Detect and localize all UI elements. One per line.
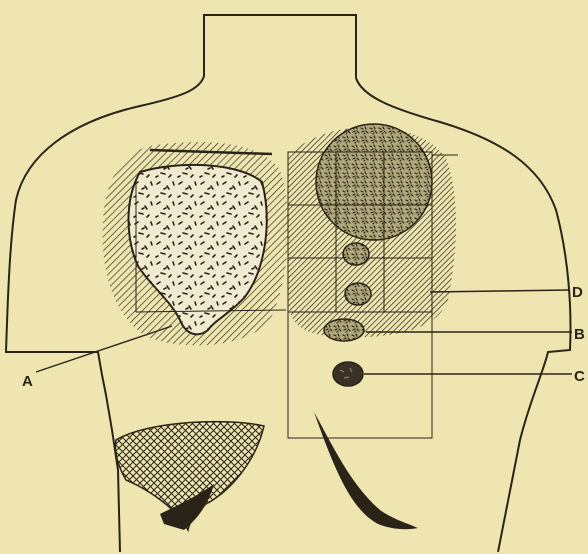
right-lower-curve	[314, 412, 418, 529]
leader-d	[430, 290, 570, 292]
mottled-circle	[316, 124, 432, 240]
label-c: C	[574, 368, 585, 385]
nodule-1	[343, 243, 369, 265]
leader-a	[36, 326, 172, 372]
nodule-c	[333, 362, 363, 386]
label-d: D	[572, 284, 583, 301]
label-a: A	[22, 373, 33, 390]
nodule-2	[345, 283, 371, 305]
nodule-b	[324, 319, 364, 341]
label-b: B	[574, 326, 585, 343]
